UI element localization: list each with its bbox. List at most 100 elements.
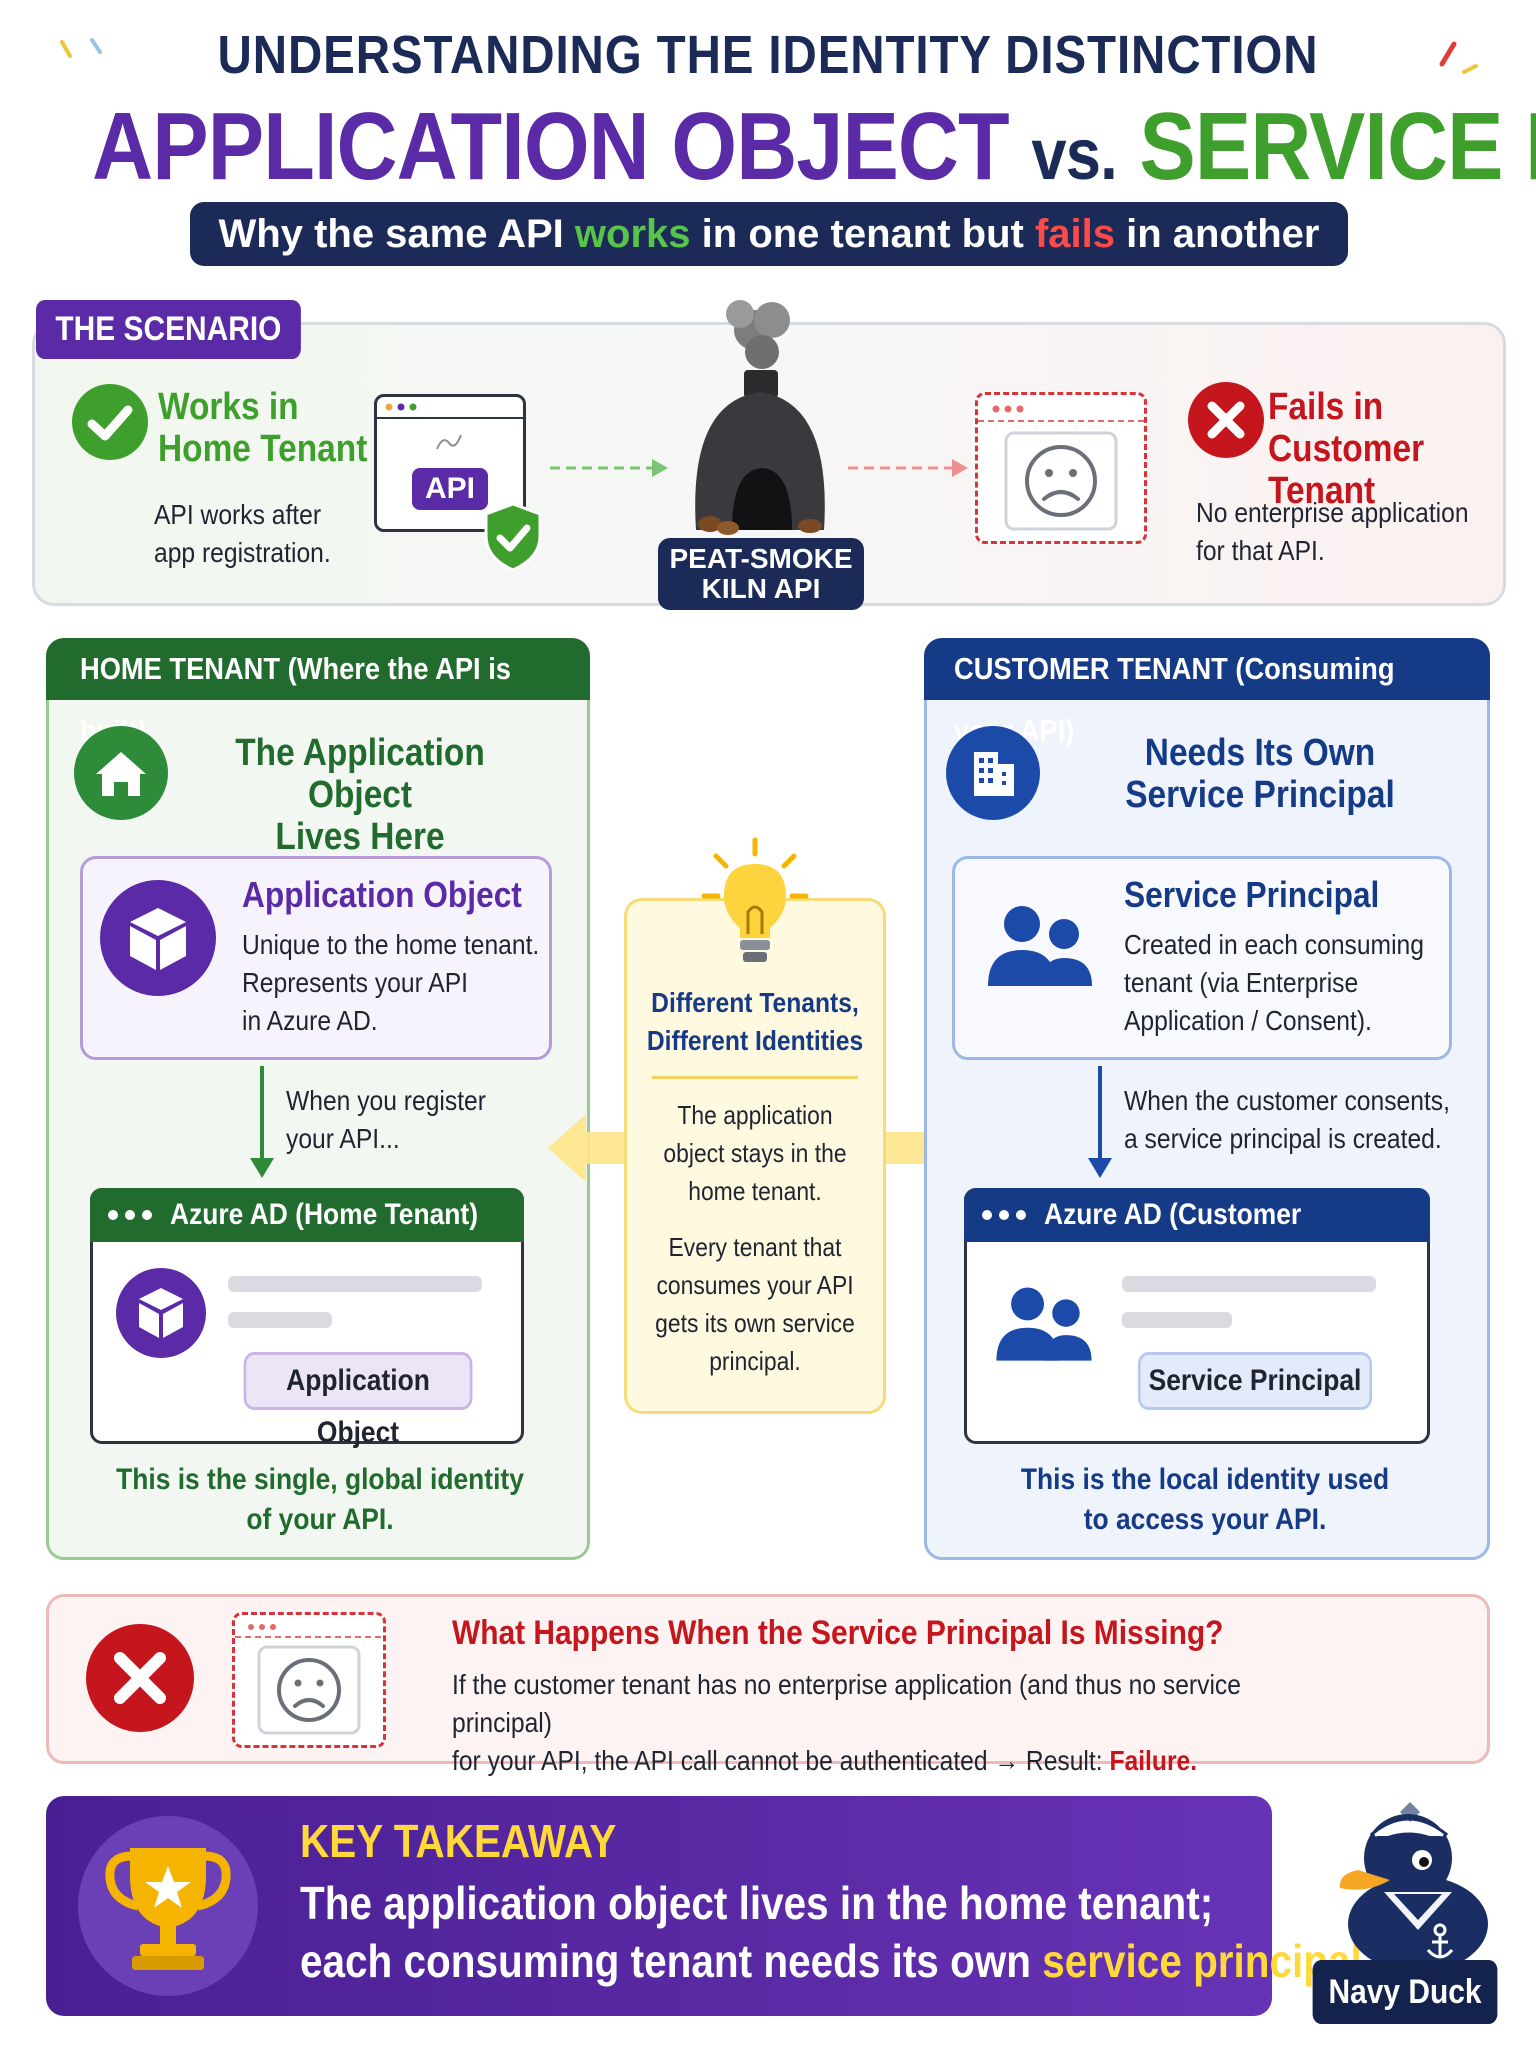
check-icon — [72, 384, 148, 460]
users-icon — [988, 906, 1092, 986]
confetti-left — [60, 38, 102, 58]
key-takeaway-line2: each consuming tenant needs its own serv… — [300, 1932, 1373, 1990]
home-tenant-header: HOME TENANT (Where the API is built) — [46, 638, 590, 748]
title-application-object: APPLICATION OBJECT — [92, 93, 1009, 200]
key-takeaway-label: KEY TAKEAWAY — [300, 1815, 617, 1867]
skeleton-line — [228, 1312, 332, 1328]
title-service-principal: SERVICE PRINCIPAL — [1139, 93, 1536, 200]
main-title: APPLICATION OBJECT vs. SERVICE PRINCIPAL — [92, 92, 1536, 202]
customer-heading-line2: Service Principal — [1125, 774, 1395, 816]
missing-desc-line2-text: for your API, the API call cannot be aut… — [452, 1745, 1103, 1776]
home-flow-line1: When you register — [286, 1085, 486, 1116]
users-icon-small — [996, 1287, 1092, 1361]
center-p2-line4: principal. — [709, 1346, 801, 1376]
azure-ad-home-title: Azure AD (Home Tenant) — [170, 1198, 479, 1231]
kiln-label-line1: PEAT-SMOKE — [669, 543, 853, 574]
center-paragraph-1: The application object stays in the home… — [647, 1096, 863, 1210]
mascot-label: Navy Duck — [1312, 1960, 1498, 2024]
skeleton-line — [1122, 1276, 1376, 1292]
service-principal-desc-line3: Application / Consent). — [1124, 1005, 1372, 1036]
center-paragraph-2: Every tenant that consumes your API gets… — [647, 1228, 863, 1380]
works-title-line2: Home Tenant — [158, 428, 368, 470]
works-desc: API works after app registration. — [154, 496, 331, 572]
sad-face-icon — [1025, 445, 1097, 517]
arrow-from-kiln — [848, 459, 968, 477]
lightbulb-icon — [701, 837, 809, 962]
shield-check-icon — [484, 502, 542, 572]
center-p1-line1: The application — [677, 1100, 833, 1130]
service-principal-desc-line2: tenant (via Enterprise — [1124, 967, 1359, 998]
building-icon — [946, 726, 1040, 820]
missing-sp-title: What Happens When the Service Principal … — [452, 1614, 1224, 1652]
subtitle-mid: in one tenant but — [701, 212, 1024, 256]
works-desc-line2: app registration. — [154, 537, 331, 568]
subtitle-pre: Why the same API — [218, 212, 564, 256]
fails-title: Fails in Customer Tenant — [1268, 386, 1504, 512]
window-dots — [982, 1210, 1026, 1220]
fails-desc-line1: No enterprise application — [1196, 497, 1469, 528]
center-p2-line2: consumes your API — [656, 1270, 854, 1300]
home-footnote-line1: This is the single, global identity — [116, 1463, 524, 1496]
arrow-left-yellow — [548, 1114, 628, 1182]
fails-desc-line2: for that API. — [1196, 535, 1325, 566]
cube-icon-small — [116, 1268, 206, 1358]
center-heading-line1: Different Tenants, — [651, 987, 859, 1018]
sad-face-icon — [277, 1658, 341, 1722]
center-p1-line2: object stays in the — [663, 1138, 847, 1168]
works-title-line1: Works in — [158, 386, 299, 428]
home-footnote-line2: of your API. — [246, 1503, 394, 1536]
trophy-icon — [105, 1848, 231, 1970]
application-object-card-desc: Unique to the home tenant. Represents yo… — [242, 926, 539, 1040]
home-heading-line2: Lives Here — [275, 816, 445, 858]
center-p1-line3: home tenant. — [688, 1176, 822, 1206]
key-takeaway-text: The application object lives in the home… — [300, 1874, 1373, 1990]
customer-flow-line2: a service principal is created. — [1124, 1123, 1442, 1154]
key-takeaway-line2-pre: each consuming tenant needs its own — [300, 1935, 1032, 1987]
missing-desc-line2: for your API, the API call cannot be aut… — [452, 1742, 1314, 1780]
top-title: UNDERSTANDING THE IDENTITY DISTINCTION — [217, 25, 1319, 85]
customer-flow-line1: When the customer consents, — [1124, 1085, 1450, 1116]
skeleton-line — [1122, 1312, 1232, 1328]
missing-desc-line1: If the customer tenant has no enterprise… — [452, 1669, 1241, 1738]
application-object-desc-line2: Represents your API — [242, 967, 468, 998]
x-icon-large — [86, 1624, 194, 1732]
fails-desc: No enterprise application for that API. — [1196, 494, 1469, 570]
service-principal-card-title: Service Principal — [1124, 874, 1380, 915]
home-flow-line2: your API... — [286, 1123, 400, 1154]
key-takeaway-highlight: service principal — [1042, 1935, 1362, 1987]
customer-footnote-line1: This is the local identity used — [1020, 1463, 1390, 1496]
azure-ad-home-titlebar: Azure AD (Home Tenant) — [90, 1188, 524, 1242]
customer-flow-text: When the customer consents, a service pr… — [1124, 1082, 1450, 1158]
application-object-card-title: Application Object — [242, 874, 522, 915]
kiln-label: PEAT-SMOKE KILN API — [658, 538, 864, 610]
kiln-label-line2: KILN API — [701, 573, 821, 604]
customer-heading-line1: Needs Its Own — [1144, 732, 1376, 774]
customer-tenant-header: CUSTOMER TENANT (Consuming your API) — [924, 638, 1490, 748]
center-p2-line1: Every tenant that — [668, 1232, 842, 1262]
works-title: Works in Home Tenant — [158, 386, 367, 470]
application-object-desc-line1: Unique to the home tenant. — [242, 929, 540, 960]
window-dots — [108, 1210, 152, 1220]
center-heading-line2: Different Identities — [646, 1025, 864, 1056]
missing-result-failure: Failure. — [1109, 1745, 1198, 1776]
api-window-doodle — [436, 434, 462, 450]
api-window-titlebar — [377, 397, 523, 419]
confetti-right — [1439, 41, 1478, 74]
customer-footnote-line2: to access your API. — [1083, 1503, 1327, 1536]
scenario-tag: THE SCENARIO — [36, 300, 301, 359]
fails-title-line1: Fails in — [1268, 386, 1384, 428]
duck-mascot-icon — [1339, 1802, 1488, 1970]
subtitle-bar: Why the same API works in one tenant but… — [190, 202, 1348, 266]
subtitle-post: in another — [1126, 212, 1320, 256]
api-badge: API — [412, 468, 488, 510]
subtitle-works: works — [574, 212, 691, 256]
center-note-heading: Different Tenants, Different Identities — [643, 984, 867, 1060]
home-heading: The Application Object Lives Here — [202, 732, 519, 858]
service-principal-desc-line1: Created in each consuming — [1124, 929, 1424, 960]
house-icon — [74, 726, 168, 820]
customer-heading: Needs Its Own Service Principal — [1102, 732, 1419, 816]
home-down-arrow — [250, 1066, 274, 1178]
subtitle-fails: fails — [1034, 212, 1116, 256]
missing-sad-window — [232, 1612, 386, 1748]
center-p2-line3: gets its own service — [655, 1308, 855, 1338]
